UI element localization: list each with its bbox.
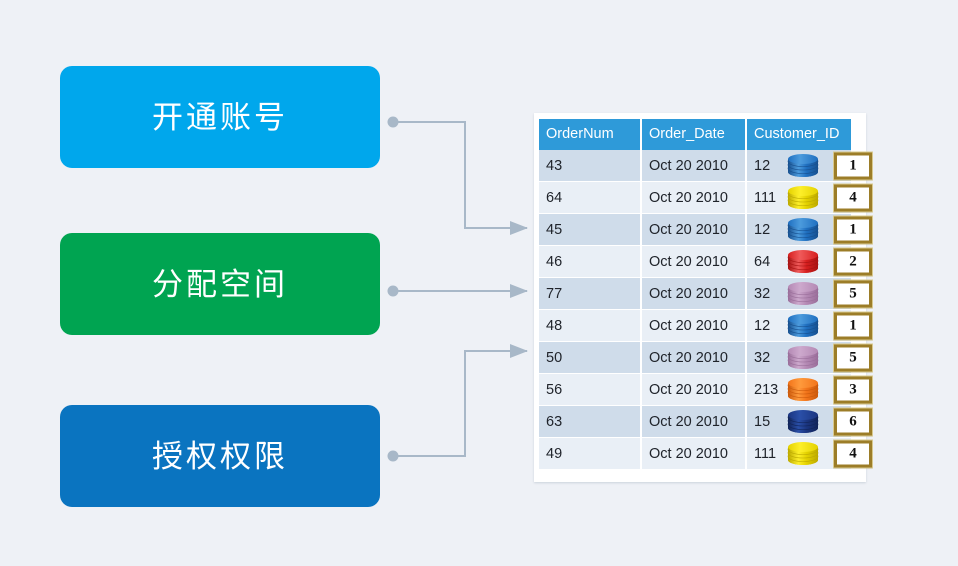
column-header-orderdate[interactable]: Order_Date bbox=[641, 119, 747, 150]
table-row[interactable]: 56 Oct 20 2010 213 bbox=[539, 373, 873, 406]
cell-orderdate: Oct 20 2010 bbox=[641, 181, 747, 214]
table-row[interactable]: 49 Oct 20 2010 111 bbox=[539, 437, 873, 470]
customer-id-badge: 3 bbox=[833, 375, 873, 404]
customer-id-value: 32 bbox=[754, 285, 771, 302]
column-header-customerid[interactable]: Customer_ID bbox=[746, 119, 851, 150]
cell-orderdate: Oct 20 2010 bbox=[641, 150, 747, 182]
cell-ordernum: 63 bbox=[539, 405, 642, 438]
customer-id-value: 12 bbox=[754, 317, 771, 334]
database-cylinder-icon bbox=[787, 249, 819, 273]
order-table-body: 43 Oct 20 2010 12 bbox=[539, 150, 873, 470]
customer-id-badge: 5 bbox=[833, 343, 873, 372]
column-header-ordernum[interactable]: OrderNum bbox=[539, 119, 642, 150]
cell-orderdate: Oct 20 2010 bbox=[641, 309, 747, 342]
order-table: OrderNum Order_Date Customer_ID 43 Oct 2… bbox=[539, 119, 873, 470]
cell-ordernum: 45 bbox=[539, 213, 642, 246]
cell-ordernum: 77 bbox=[539, 277, 642, 310]
process-box-label: 开通账号 bbox=[152, 99, 288, 135]
cell-ordernum: 43 bbox=[539, 150, 642, 182]
cell-orderdate: Oct 20 2010 bbox=[641, 405, 747, 438]
cell-ordernum: 64 bbox=[539, 181, 642, 214]
customer-id-value: 111 bbox=[754, 445, 777, 462]
customer-id-badge: 1 bbox=[833, 215, 873, 244]
customer-id-value: 213 bbox=[754, 381, 779, 398]
customer-id-badge: 1 bbox=[833, 151, 873, 180]
customer-id-badge: 4 bbox=[833, 439, 873, 468]
process-box-label: 分配空间 bbox=[152, 266, 288, 302]
customer-id-value: 64 bbox=[754, 253, 771, 270]
cell-orderdate: Oct 20 2010 bbox=[641, 213, 747, 246]
cell-ordernum: 56 bbox=[539, 373, 642, 406]
table-row[interactable]: 46 Oct 20 2010 64 bbox=[539, 245, 873, 278]
cell-customerid: 12 1 bbox=[746, 150, 873, 182]
cell-customerid: 213 3 bbox=[746, 373, 873, 406]
table-header-row: OrderNum Order_Date Customer_ID bbox=[539, 119, 851, 150]
cell-customerid: 32 5 bbox=[746, 341, 873, 374]
database-cylinder-icon bbox=[787, 345, 819, 369]
cell-ordernum: 46 bbox=[539, 245, 642, 278]
database-cylinder-icon bbox=[787, 153, 819, 177]
customer-id-badge: 2 bbox=[833, 247, 873, 276]
cell-customerid: 12 1 bbox=[746, 309, 873, 342]
database-cylinder-icon bbox=[787, 441, 819, 465]
customer-id-badge: 1 bbox=[833, 311, 873, 340]
cell-orderdate: Oct 20 2010 bbox=[641, 373, 747, 406]
cell-ordernum: 48 bbox=[539, 309, 642, 342]
cell-customerid: 111 4 bbox=[746, 437, 873, 470]
customer-id-value: 15 bbox=[754, 413, 771, 430]
cell-customerid: 64 2 bbox=[746, 245, 873, 278]
cell-ordernum: 50 bbox=[539, 341, 642, 374]
order-table-panel: OrderNum Order_Date Customer_ID 43 Oct 2… bbox=[534, 113, 873, 482]
process-box-open-account[interactable]: 开通账号 bbox=[60, 66, 380, 168]
table-row[interactable]: 64 Oct 20 2010 111 bbox=[539, 181, 873, 214]
database-cylinder-icon bbox=[787, 377, 819, 401]
connector-open-account bbox=[387, 116, 528, 235]
cell-ordernum: 49 bbox=[539, 437, 642, 470]
cell-orderdate: Oct 20 2010 bbox=[641, 437, 747, 470]
cell-customerid: 32 5 bbox=[746, 277, 873, 310]
table-row[interactable]: 45 Oct 20 2010 12 bbox=[539, 213, 873, 246]
customer-id-badge: 5 bbox=[833, 279, 873, 308]
cell-orderdate: Oct 20 2010 bbox=[641, 341, 747, 374]
database-cylinder-icon bbox=[787, 313, 819, 337]
customer-id-value: 12 bbox=[754, 221, 771, 238]
customer-id-value: 12 bbox=[754, 157, 771, 174]
cell-customerid: 15 6 bbox=[746, 405, 873, 438]
cell-customerid: 12 1 bbox=[746, 213, 873, 246]
process-box-allocate-space[interactable]: 分配空间 bbox=[60, 233, 380, 335]
table-row[interactable]: 77 Oct 20 2010 32 bbox=[539, 277, 873, 310]
table-row[interactable]: 50 Oct 20 2010 32 bbox=[539, 341, 873, 374]
database-cylinder-icon bbox=[787, 281, 819, 305]
connector-allocate-space bbox=[387, 284, 528, 298]
connector-grant-permission bbox=[387, 344, 528, 462]
table-row[interactable]: 48 Oct 20 2010 12 bbox=[539, 309, 873, 342]
customer-id-value: 111 bbox=[754, 189, 777, 206]
database-cylinder-icon bbox=[787, 409, 819, 433]
cell-orderdate: Oct 20 2010 bbox=[641, 245, 747, 278]
order-table-header: OrderNum Order_Date Customer_ID bbox=[539, 119, 851, 150]
process-box-grant-permission[interactable]: 授权权限 bbox=[60, 405, 380, 507]
table-row[interactable]: 43 Oct 20 2010 12 bbox=[539, 150, 873, 182]
database-cylinder-icon bbox=[787, 217, 819, 241]
database-cylinder-icon bbox=[787, 185, 819, 209]
process-box-label: 授权权限 bbox=[152, 438, 288, 474]
cell-customerid: 111 4 bbox=[746, 181, 873, 214]
customer-id-badge: 4 bbox=[833, 183, 873, 212]
customer-id-badge: 6 bbox=[833, 407, 873, 436]
cell-orderdate: Oct 20 2010 bbox=[641, 277, 747, 310]
table-row[interactable]: 63 Oct 20 2010 15 bbox=[539, 405, 873, 438]
customer-id-value: 32 bbox=[754, 349, 771, 366]
